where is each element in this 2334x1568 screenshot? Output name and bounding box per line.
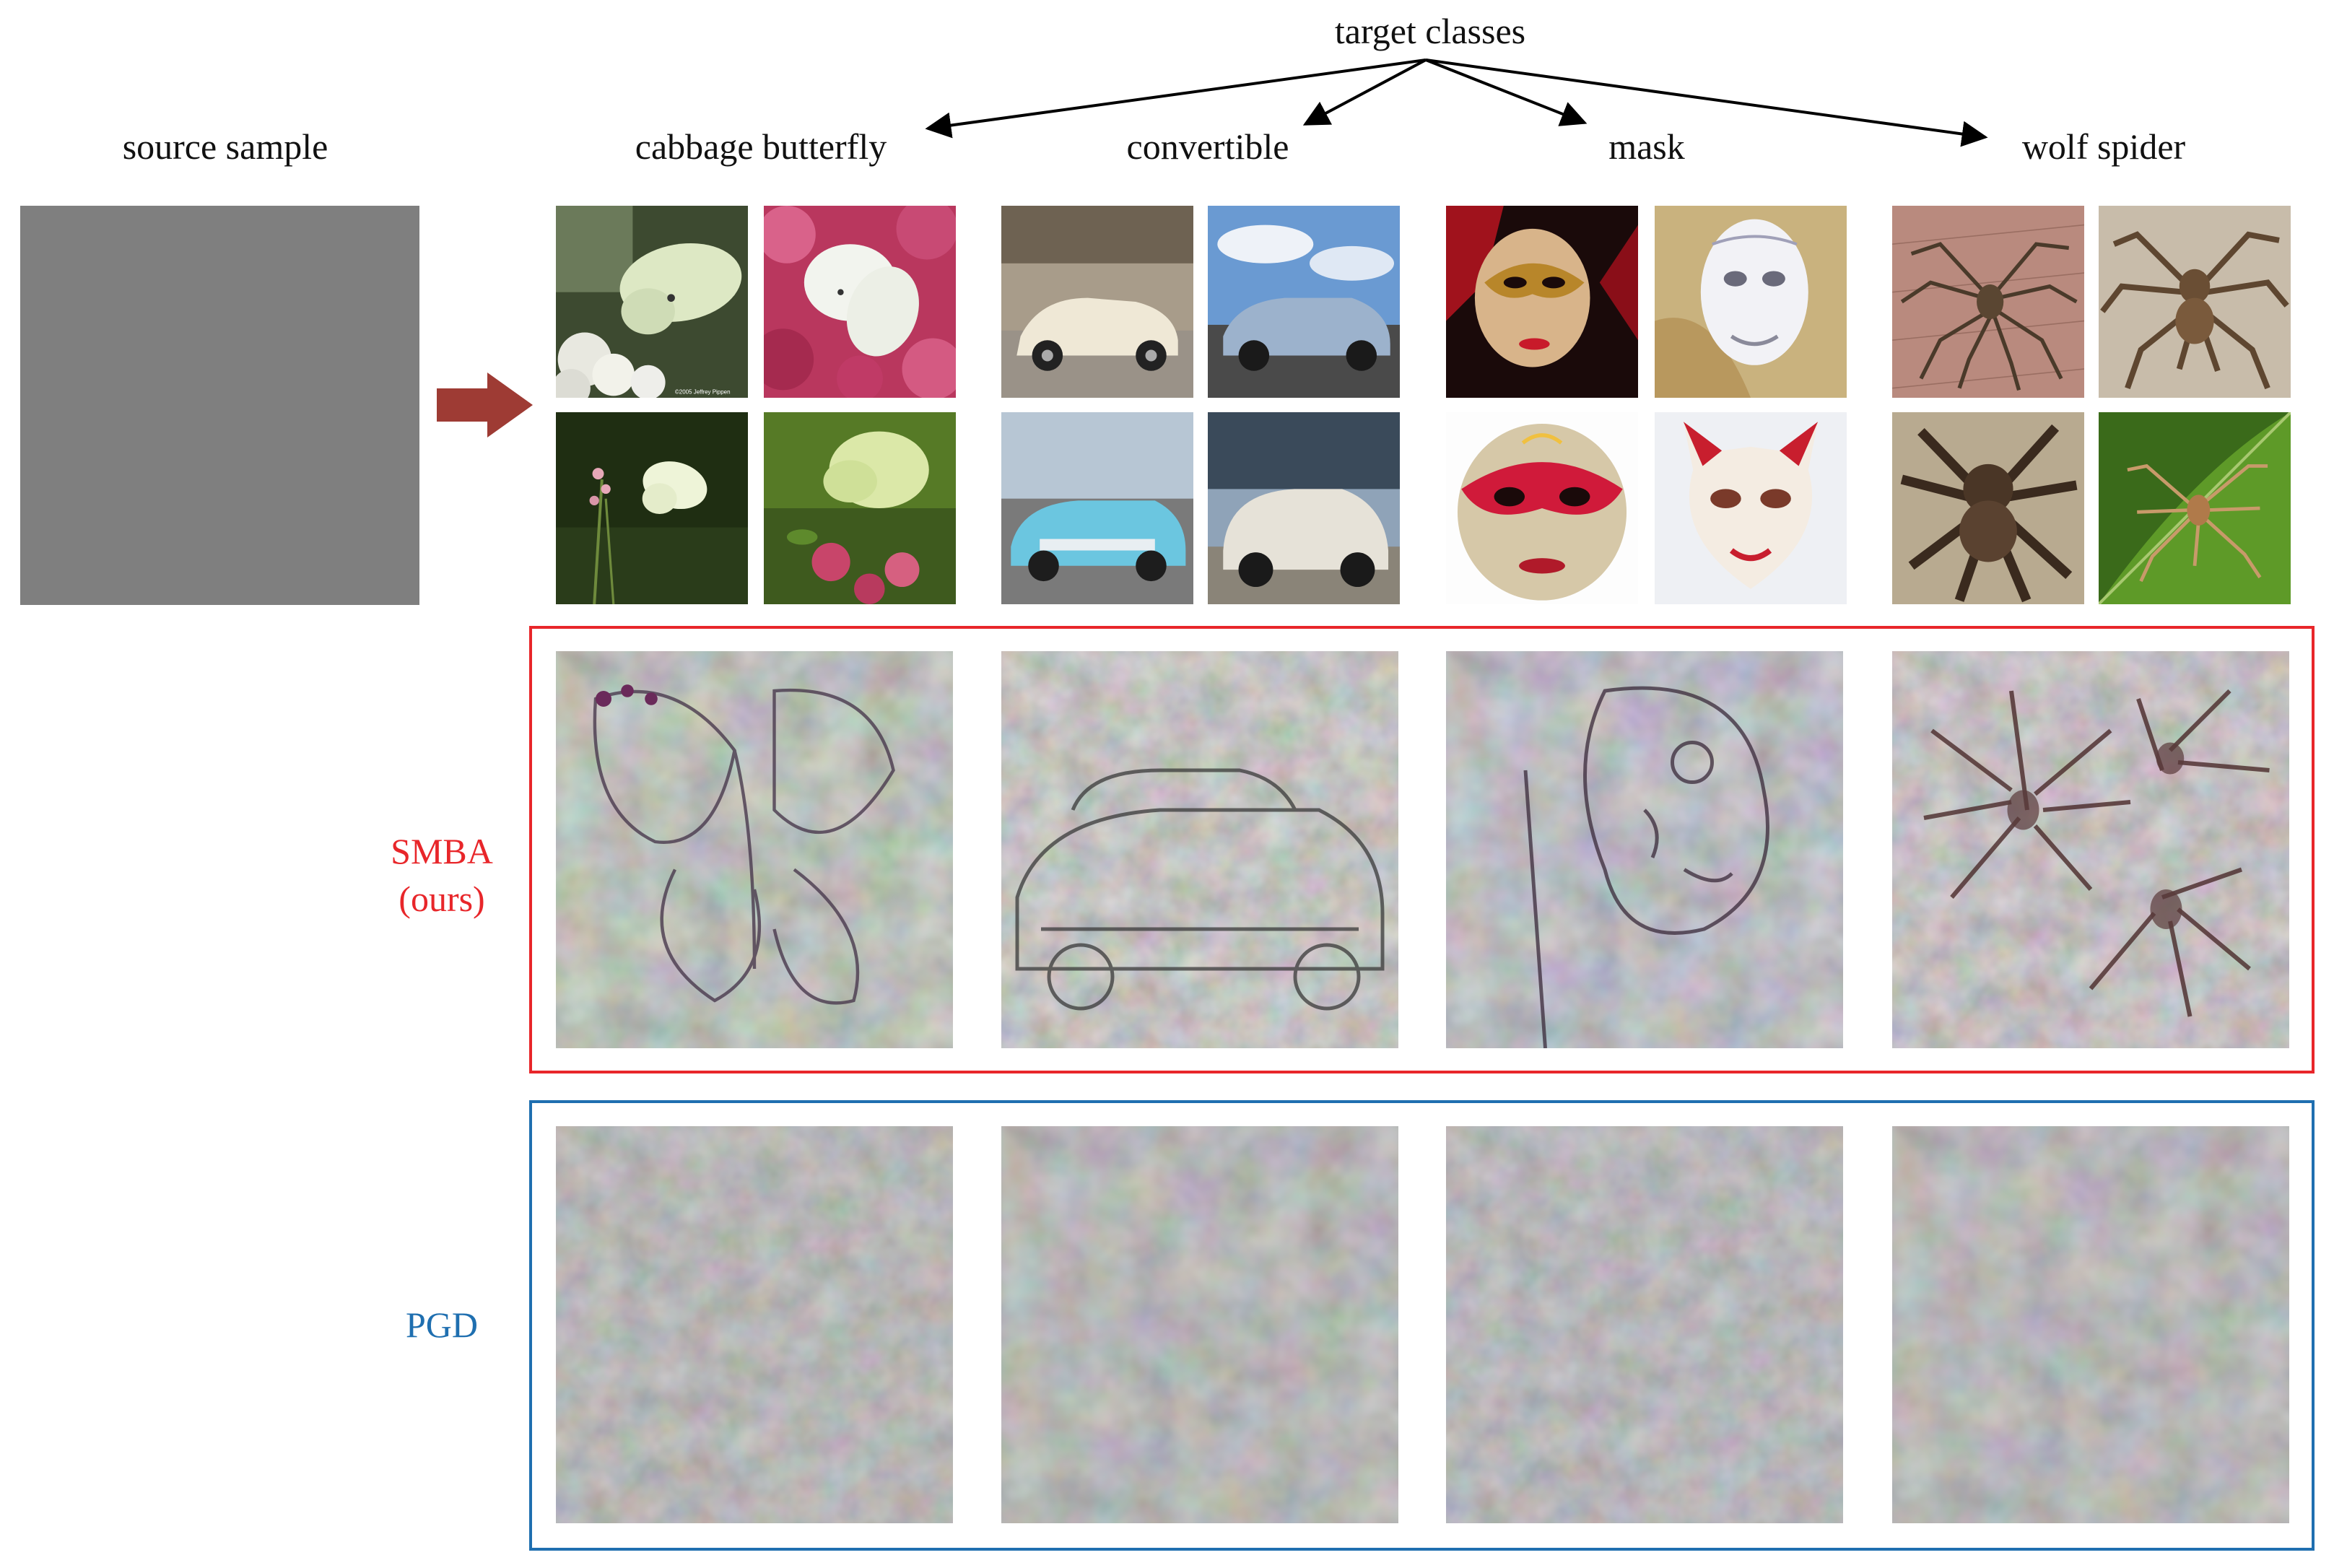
pgd-adversarial-mask bbox=[1446, 1126, 1843, 1523]
smba-adversarial-mask bbox=[1446, 651, 1843, 1048]
convertible-sample-3 bbox=[1001, 412, 1193, 604]
target-class-arrows bbox=[925, 58, 1988, 147]
pgd-adversarial-cabbage-butterfly bbox=[556, 1126, 953, 1523]
pgd-row-label: PGD bbox=[405, 1305, 479, 1345]
butterfly-sample-3 bbox=[556, 412, 748, 604]
mask-sample-2 bbox=[1655, 206, 1847, 398]
butterfly-sample-2 bbox=[764, 206, 956, 398]
butterfly-sample-4 bbox=[764, 412, 956, 604]
convertible-sample-2 bbox=[1208, 206, 1400, 398]
source-sample-image bbox=[20, 206, 419, 605]
pgd-row-box bbox=[529, 1100, 2315, 1551]
wolf-spider-sample-3 bbox=[1892, 412, 2084, 604]
convertible-sample-4 bbox=[1208, 412, 1400, 604]
class-label-wolf-spider: wolf spider bbox=[2021, 126, 2186, 167]
wolf-spider-sample-4 bbox=[2099, 412, 2291, 604]
smba-row-label: SMBA (ours) bbox=[391, 827, 493, 923]
pgd-adversarial-convertible bbox=[1001, 1126, 1398, 1523]
right-arrow-icon bbox=[437, 373, 533, 437]
smba-adversarial-wolf-spider bbox=[1892, 651, 2289, 1048]
class-label-cabbage-butterfly: cabbage butterfly bbox=[635, 126, 887, 167]
mask-sample-4 bbox=[1655, 412, 1847, 604]
mask-sample-3 bbox=[1446, 412, 1638, 604]
source-sample-label: source sample bbox=[122, 126, 328, 167]
wolf-spider-sample-2 bbox=[2099, 206, 2291, 398]
target-classes-title: target classes bbox=[1334, 11, 1526, 51]
class-label-convertible: convertible bbox=[1126, 126, 1289, 167]
pgd-adversarial-wolf-spider bbox=[1892, 1126, 2289, 1523]
butterfly-sample-1: ©2005 Jeffrey Pippen bbox=[556, 206, 748, 398]
class-label-mask: mask bbox=[1608, 126, 1685, 167]
mask-sample-1 bbox=[1446, 206, 1638, 398]
smba-adversarial-cabbage-butterfly bbox=[556, 651, 953, 1048]
smba-row-box bbox=[529, 626, 2315, 1073]
smba-label-line2: (ours) bbox=[399, 879, 485, 919]
convertible-sample-1 bbox=[1001, 206, 1193, 398]
watermark-text: ©2005 Jeffrey Pippen bbox=[675, 389, 731, 396]
wolf-spider-sample-1 bbox=[1892, 206, 2084, 398]
smba-adversarial-convertible bbox=[1001, 651, 1398, 1048]
smba-label-line1: SMBA bbox=[391, 831, 493, 871]
